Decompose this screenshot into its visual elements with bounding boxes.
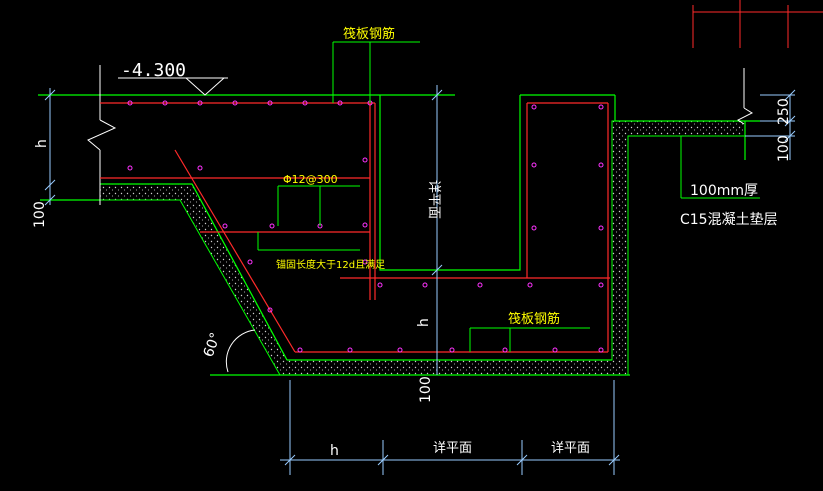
stirrup-label: Φ12@300 xyxy=(283,173,338,186)
stirrup-leader xyxy=(257,185,360,251)
right-break-mark xyxy=(737,68,754,125)
pad-label-line1: 100mm厚 xyxy=(690,183,758,199)
bottom-h-label: h xyxy=(416,318,432,327)
left-h-label: h xyxy=(34,139,50,148)
bottom-raft-leader xyxy=(469,327,590,352)
elevation-marker xyxy=(118,77,228,96)
pad-leader xyxy=(680,136,760,199)
left-dimension xyxy=(44,88,56,206)
pit-depth-label: 详平面 xyxy=(426,180,441,219)
elevation-label: -4.300 xyxy=(121,60,186,81)
raft-outline xyxy=(38,94,760,376)
dim-h-label: h xyxy=(330,443,339,459)
angle-label: 60° xyxy=(201,331,225,360)
anchor-note: 锚固长度大于12d且满足 xyxy=(276,258,385,271)
dim-detail-2: 详平面 xyxy=(551,441,590,456)
right-dimension xyxy=(745,89,796,160)
angle-marker xyxy=(225,329,256,373)
bottom-100-label: 100 xyxy=(418,376,434,403)
concrete-pad xyxy=(99,120,746,376)
bottom-dimension xyxy=(280,380,620,475)
right-250-label: 250 xyxy=(776,98,792,125)
dim-detail-1: 详平面 xyxy=(433,441,472,456)
top-raft-leader xyxy=(332,41,420,103)
pit-depth-dimension xyxy=(431,85,443,375)
top-right-dimension xyxy=(692,0,823,48)
left-100-label: 100 xyxy=(32,201,48,228)
right-100-label: 100 xyxy=(776,135,792,162)
pad-label-line2: C15混凝土垫层 xyxy=(680,212,778,228)
rebar-dots xyxy=(127,100,604,353)
bottom-raft-label: 筏板钢筋 xyxy=(508,311,560,327)
top-raft-label: 筏板钢筋 xyxy=(343,26,395,42)
